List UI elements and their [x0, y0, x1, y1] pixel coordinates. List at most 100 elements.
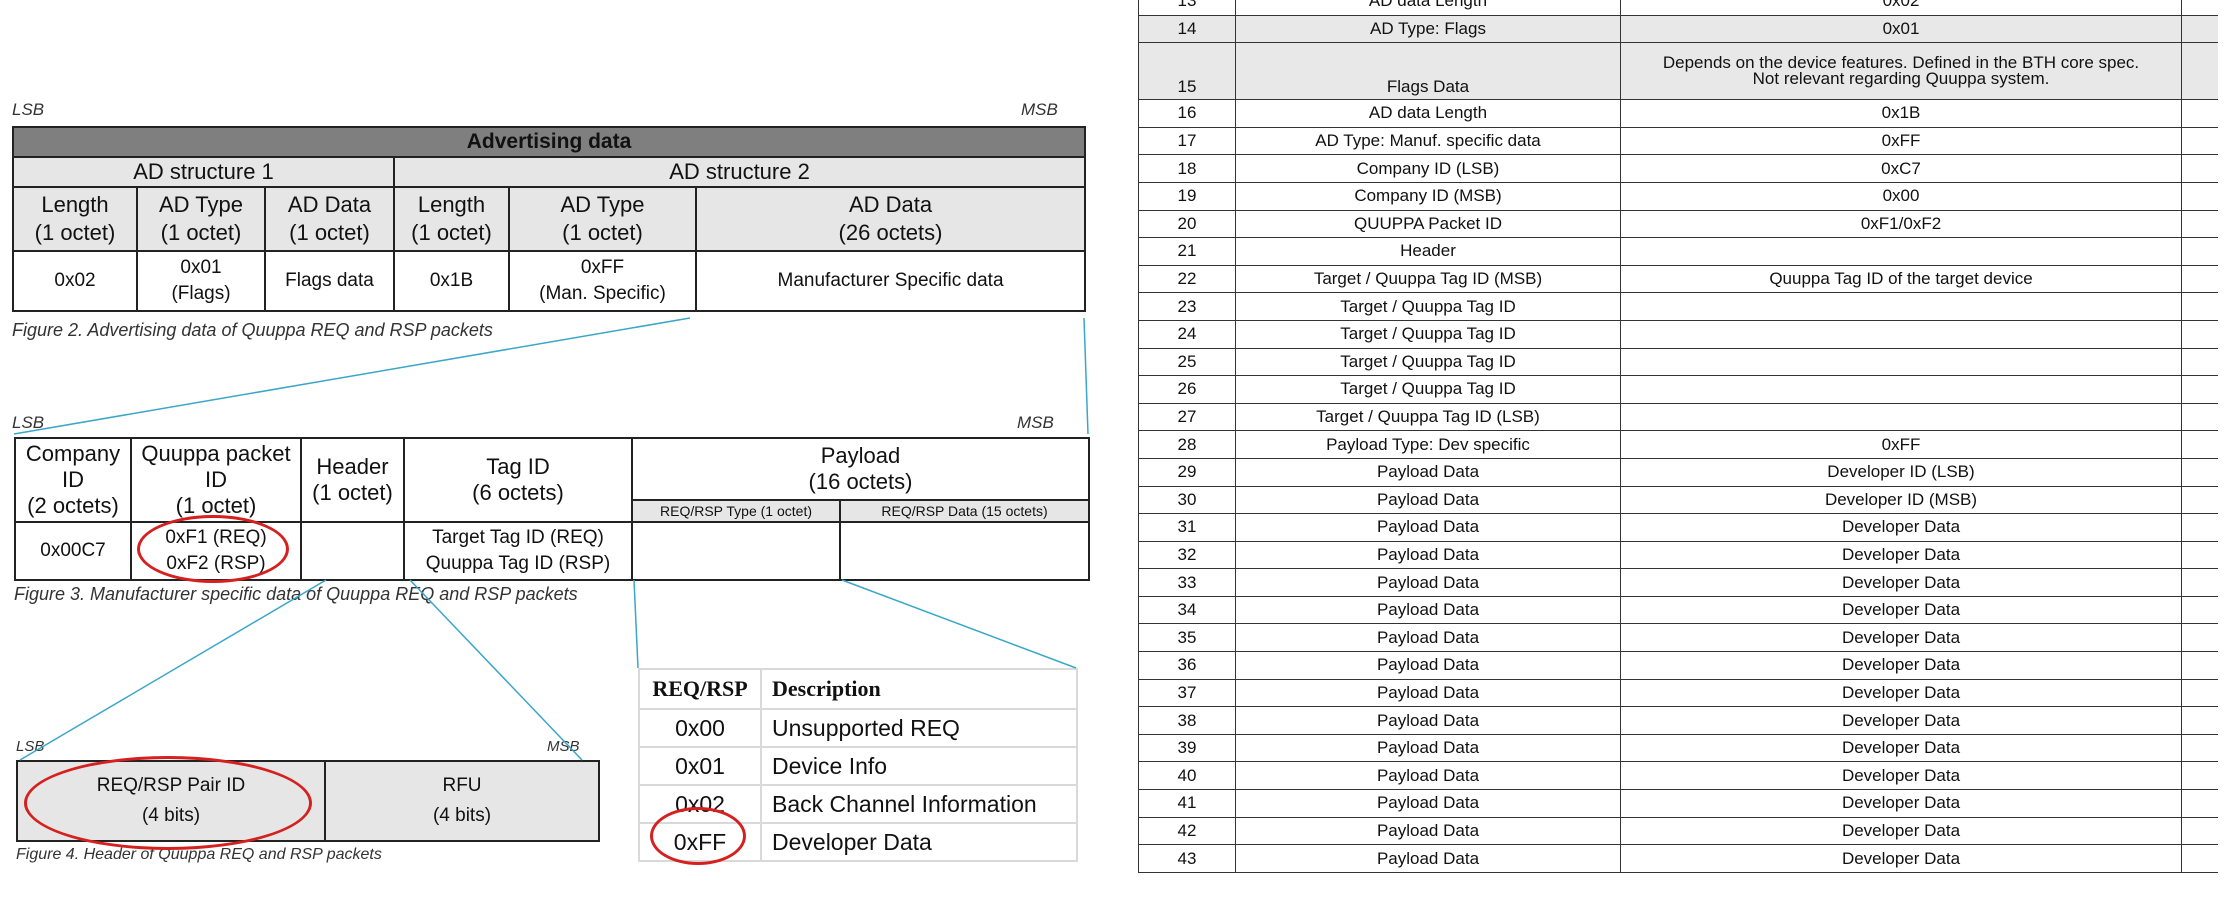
rfu-cell: RFU(4 bits) — [324, 760, 600, 842]
field-name: Payload Data — [1235, 540, 1621, 570]
spare-cell — [2181, 430, 2218, 459]
spare-cell — [2181, 264, 2218, 294]
spare-cell — [2181, 99, 2218, 128]
field-name: QUUPPA Packet ID — [1235, 209, 1621, 239]
field-value — [1620, 319, 2182, 349]
field-value — [1620, 402, 2182, 432]
field-value: Developer Data — [1620, 844, 2182, 873]
field-name: Target / Quuppa Tag ID — [1235, 292, 1621, 321]
spare-cell — [2181, 844, 2218, 873]
req-code: 0x01 — [638, 746, 762, 786]
ad-type-1-header: AD Type(1 octet) — [136, 186, 266, 252]
byte-number: 35 — [1138, 623, 1236, 653]
field-name: Payload Data — [1235, 513, 1621, 542]
field-value: Developer Data — [1620, 540, 2182, 570]
spare-cell — [2181, 733, 2218, 763]
field-name: AD Type: Manuf. specific data — [1235, 126, 1621, 156]
field-value: Developer Data — [1620, 678, 2182, 708]
spare-cell — [2181, 595, 2218, 625]
header-field-header: Header(1 octet) — [300, 437, 405, 523]
spare-cell — [2181, 154, 2218, 183]
spare-cell — [2181, 347, 2218, 377]
field-name: Payload Data — [1235, 678, 1621, 708]
field-value: Developer Data — [1620, 816, 2182, 846]
fig4-msb-label: MSB — [547, 738, 580, 755]
byte-number: 28 — [1138, 430, 1236, 459]
field-name: Payload Data — [1235, 706, 1621, 735]
length-2-value: 0x1B — [393, 250, 510, 312]
connector-line — [409, 579, 583, 761]
field-name: Payload Data — [1235, 568, 1621, 597]
fig2-lsb-label: LSB — [12, 100, 45, 119]
ad-type-2-value: 0xFF(Man. Specific) — [508, 250, 697, 312]
spare-cell — [2181, 485, 2218, 515]
tag-id-header: Tag ID(6 octets) — [403, 437, 633, 523]
field-name: AD Type: Flags — [1235, 14, 1621, 44]
spare-cell — [2181, 42, 2218, 101]
ad-structure-1-header: AD structure 1 — [12, 156, 395, 188]
field-value: 0xC7 — [1620, 154, 2182, 183]
field-name: Payload Data — [1235, 789, 1621, 818]
byte-number: 16 — [1138, 99, 1236, 128]
ad-type-2-header: AD Type(1 octet) — [508, 186, 697, 252]
field-name: Payload Data — [1235, 816, 1621, 846]
req-rsp-type-header: REQ/RSP Type (1 octet) — [631, 499, 841, 523]
byte-number: 26 — [1138, 375, 1236, 404]
field-value: Developer Data — [1620, 623, 2182, 653]
spare-cell — [2181, 706, 2218, 735]
req-description: Device Info — [760, 746, 1078, 786]
field-name: Payload Data — [1235, 485, 1621, 515]
req-description: Unsupported REQ — [760, 708, 1078, 748]
field-value: Developer Data — [1620, 733, 2182, 763]
length-1-header: Length(1 octet) — [12, 186, 138, 252]
field-name: Header — [1235, 237, 1621, 266]
field-name: Payload Data — [1235, 595, 1621, 625]
req-rsp-type-value — [631, 521, 841, 581]
spare-cell — [2181, 209, 2218, 239]
byte-number: 15 — [1138, 42, 1236, 101]
spare-cell — [2181, 375, 2218, 404]
req-code: 0x00 — [638, 708, 762, 748]
field-name: Payload Type: Dev specific — [1235, 430, 1621, 459]
field-value: 0x02 — [1620, 0, 2182, 16]
field-value — [1620, 292, 2182, 321]
table-row: 0x00 Unsupported REQ — [638, 708, 1078, 748]
req-rsp-data-header: REQ/RSP Data (15 octets) — [839, 499, 1090, 523]
company-id-value: 0x00C7 — [14, 521, 132, 581]
connector-lines — [13, 317, 1089, 761]
spare-cell — [2181, 568, 2218, 597]
ad-data-2-header: AD Data(26 octets) — [694, 186, 1087, 252]
field-name: Payload Data — [1235, 623, 1621, 653]
spare-cell — [2181, 816, 2218, 846]
field-name: Target / Quuppa Tag ID — [1235, 347, 1621, 377]
byte-number: 38 — [1138, 706, 1236, 735]
fig3-msb-label: MSB — [1017, 413, 1054, 432]
figure-2-caption: Figure 2. Advertising data of Quuppa REQ… — [12, 320, 493, 340]
field-name: Flags Data — [1235, 42, 1621, 101]
req-description: Back Channel Information — [760, 784, 1078, 824]
field-value: Developer ID (MSB) — [1620, 485, 2182, 515]
field-name: Payload Data — [1235, 651, 1621, 680]
byte-number: 41 — [1138, 789, 1236, 818]
byte-number: 33 — [1138, 568, 1236, 597]
